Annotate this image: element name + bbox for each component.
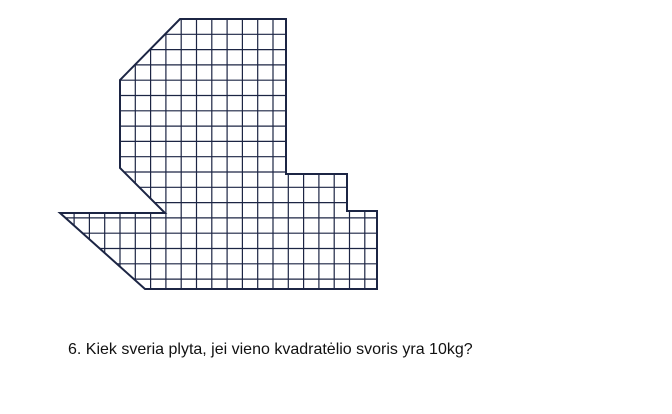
question-text: 6. Kiek sveria plyta, jei vieno kvadratė… <box>68 341 473 358</box>
grid-lines <box>60 19 377 289</box>
grid-ship-figure <box>57 18 378 290</box>
figure-outline <box>57 18 378 290</box>
